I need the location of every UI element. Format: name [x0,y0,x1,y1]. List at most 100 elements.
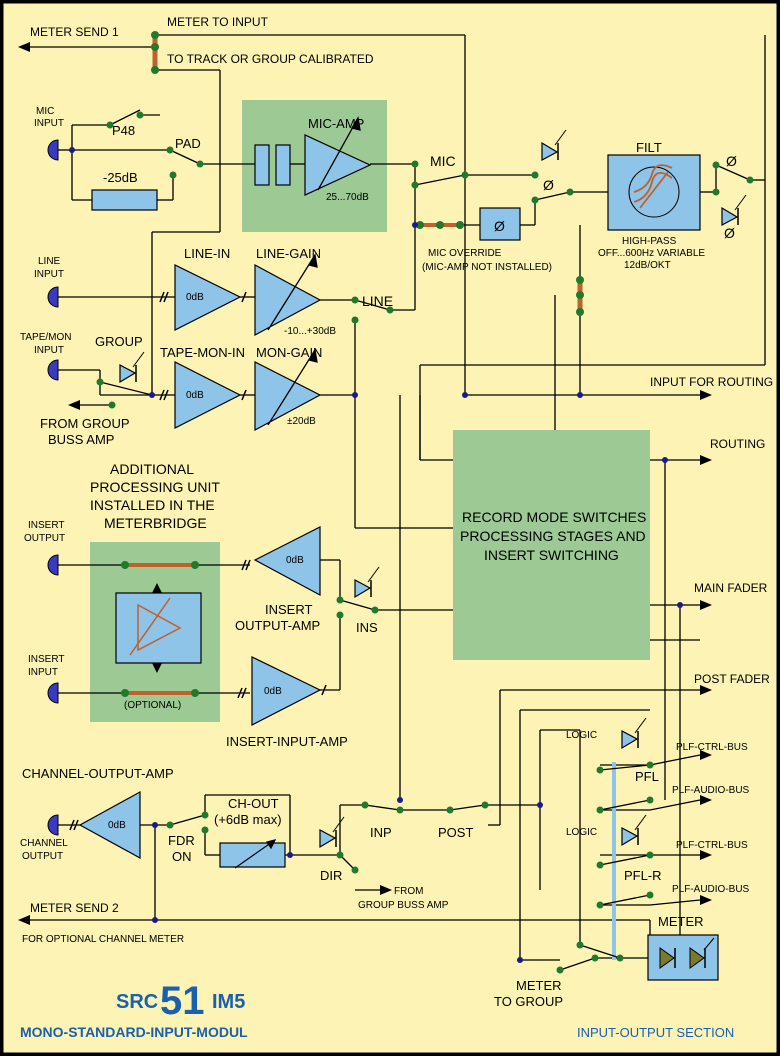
wires [30,34,766,970]
mic-amp-triangle [304,134,372,196]
capacitor-right [275,144,291,186]
logo: SRC 51 IM5 MONO-STANDARD-INPUT-MODUL [20,979,248,1040]
label-group: GROUP [95,334,143,349]
label-channel-output-2: OUTPUT [22,851,63,862]
label-line-gain-range: -10...+30dB [284,326,336,337]
label-meter-send-1: METER SEND 1 [30,25,119,39]
label-mon-gain: MON-GAIN [256,345,322,360]
label-tape-mon-in: TAPE-MON-IN [160,345,245,360]
processing-symbol [129,597,182,656]
ch-out-fader [219,842,286,868]
label-phase-3: Ø [724,225,735,241]
label-buss-amp: BUSS AMP [48,432,114,447]
label-minus25: -25dB [103,170,138,185]
meter-leds [659,937,715,969]
junction-dots [69,147,683,963]
insert-output-amp [253,526,321,597]
label-phase-1: Ø [543,177,554,193]
label-from-group: FROM GROUP [40,416,130,431]
label-mic-amp: MIC-AMP [308,116,364,131]
mon-gain-amp [254,361,322,432]
label-routing: ROUTING [710,437,765,451]
filter-box [607,154,701,231]
switches [99,109,751,971]
label-meter-to-group: METER [516,978,562,993]
label-section: INPUT-OUTPUT SECTION [577,1025,734,1040]
label-inp: INP [370,825,392,840]
label-high-pass-2: OFF...600Hz VARIABLE [598,248,705,259]
label-dir: DIR [320,868,342,883]
label-filt: FILT [636,140,662,155]
line-in-amp [174,264,242,331]
label-insert-input: INSERT [28,654,65,665]
label-line-input: LINE [38,256,61,267]
label-additional-4: METERBRIDGE [104,515,207,531]
label-additional-1: ADDITIONAL [110,461,194,477]
label-tape-in-0db: 0dB [186,390,204,401]
label-channel-output-amp: CHANNEL-OUTPUT-AMP [22,766,174,781]
label-phase-box: Ø [494,218,505,234]
label-additional-2: PROCESSING UNIT [90,479,220,495]
insert-input-amp [251,656,322,726]
phase-box [479,207,521,241]
capacitor-left [254,144,270,186]
label-plf-ctrl-2: PLF-CTRL-BUS [676,840,748,851]
label-tape-mon: TAPE/MON [20,332,71,343]
label-post-fader: POST FADER [694,672,770,686]
logo-51: 51 [160,979,205,1023]
label-logic-1: LOGIC [566,730,597,741]
filter-symbol [628,164,680,218]
label-record-1: RECORD MODE SWITCHES [462,509,646,525]
pad-resistor [91,189,158,211]
label-high-pass: HIGH-PASS [622,236,677,247]
led-indicators [119,129,747,849]
label-mic: MIC [430,153,456,169]
label-line-in-0db: 0dB [186,292,204,303]
label-ch-out: CH-OUT [228,796,279,811]
label-tape-mon-2: INPUT [34,345,64,356]
label-ch-out-max: (+6dB max) [214,812,282,827]
label-mon-gain-range: ±20dB [287,416,316,427]
label-record-2: PROCESSING STAGES AND [460,528,646,544]
label-insert-input-amp: INSERT-INPUT-AMP [226,734,348,749]
label-optional: (OPTIONAL) [124,700,181,711]
processing-unit [115,592,202,664]
label-insert-output-amp-2: OUTPUT-AMP [235,618,320,633]
fader-arrow [234,839,277,869]
label-ch-out-0db: 0dB [108,820,126,831]
meter-box [647,934,719,981]
label-meter-to-group-2: TO GROUP [494,994,563,1009]
label-logic-2: LOGIC [566,827,597,838]
label-plf-ctrl-1: PLF-CTRL-BUS [676,742,748,753]
label-plf-audio-2: PLF-AUDIO-BUS [672,884,750,895]
label-optional-meter: FOR OPTIONAL CHANNEL METER [22,934,184,945]
label-from-group-buss-2: GROUP BUSS AMP [358,900,449,911]
label-insert-output: INSERT [28,520,65,531]
gain-arrows [267,116,361,426]
channel-output-amp [78,790,141,860]
record-mode-block [453,430,650,660]
label-insert-output-2: OUTPUT [24,533,65,544]
label-mic-override-2: (MIC-AMP NOT INSTALLED) [422,262,552,273]
label-ins: INS [356,620,378,635]
label-insert-input-2: INPUT [28,667,58,678]
label-plf-audio-1: PLF-AUDIO-BUS [672,785,750,796]
label-line-input-2: INPUT [34,269,64,280]
label-mic-amp-range: 25...70dB [326,192,369,203]
label-insert-out-0db: 0dB [286,555,304,566]
input-markers [69,291,327,831]
tape-mon-in-amp [174,361,242,429]
label-to-track: TO TRACK OR GROUP CALIBRATED [167,52,374,66]
label-pad: PAD [175,136,201,151]
label-fdr-on: ON [172,849,192,864]
label-mic-override: MIC OVERRIDE [428,248,502,259]
label-record-3: INSERT SWITCHING [484,547,619,563]
label-pfl-r: PFL-R [624,868,662,883]
label-insert-output-amp: INSERT [265,602,312,617]
label-line: LINE [362,293,393,309]
label-line-gain: LINE-GAIN [256,246,321,261]
label-main-fader: MAIN FADER [694,581,768,595]
label-high-pass-3: 12dB/OKT [624,260,671,271]
label-from-group-buss: FROM [394,886,423,897]
